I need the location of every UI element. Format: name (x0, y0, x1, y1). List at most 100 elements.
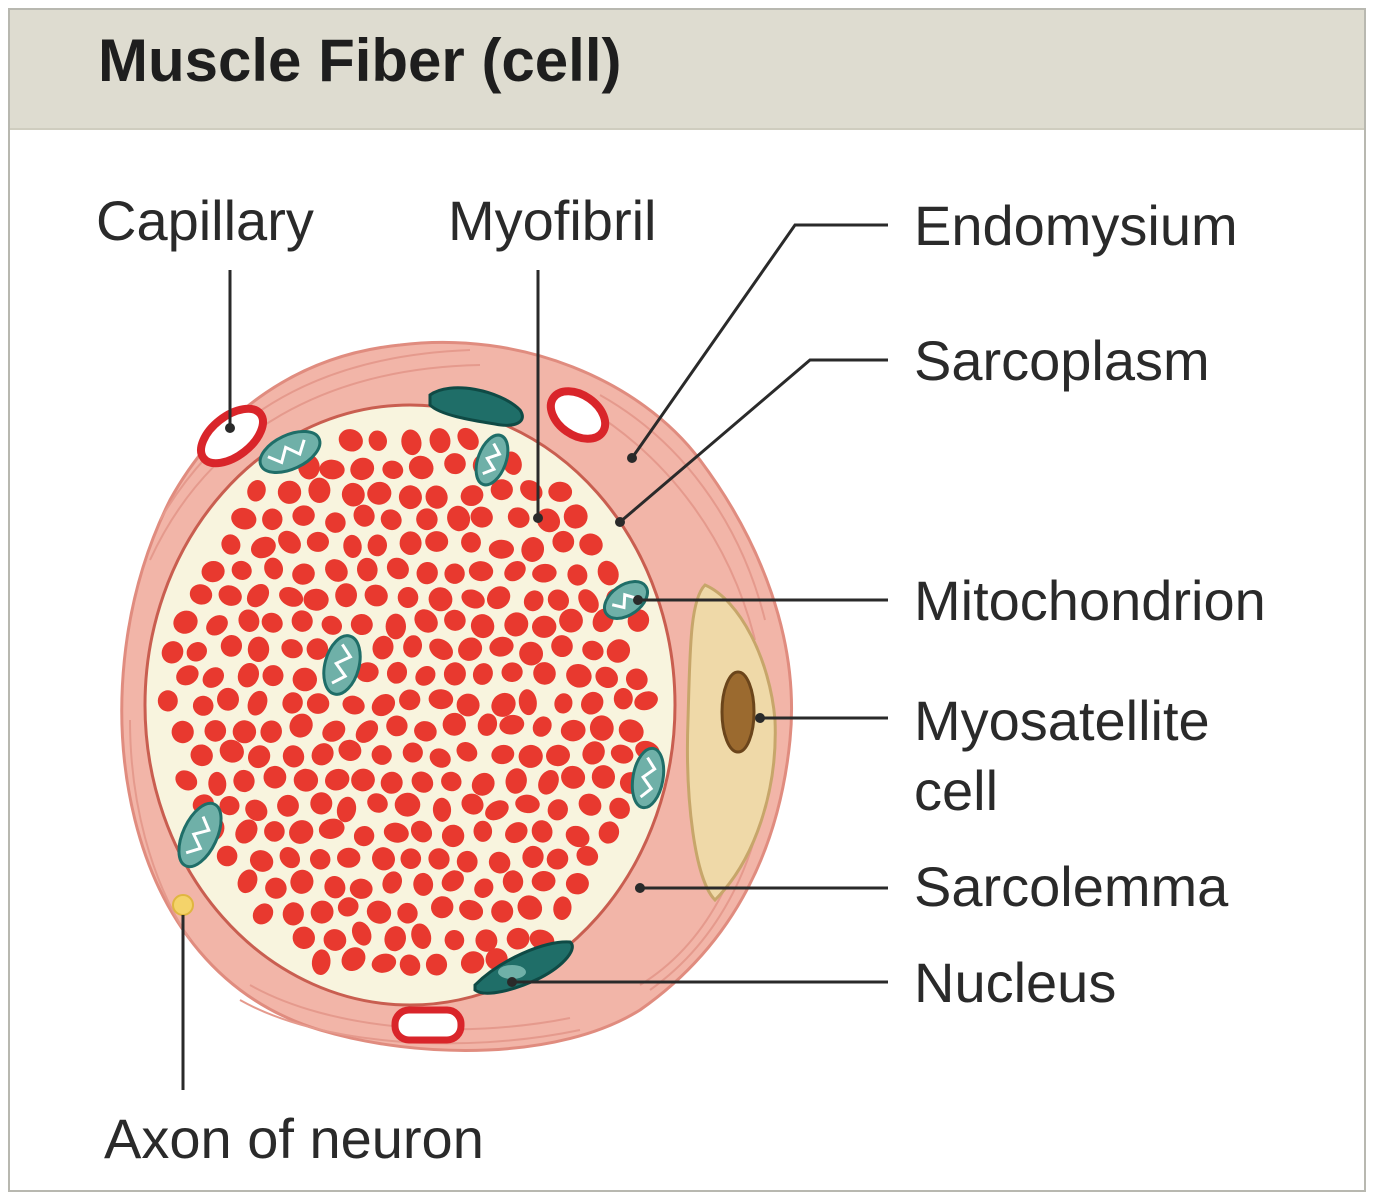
myofibril-dot (414, 721, 437, 742)
myofibril-dot (219, 795, 240, 816)
myofibril-dot (382, 871, 403, 894)
myofibril-dot (216, 845, 238, 867)
myofibril-dot (547, 589, 570, 611)
myofibril-dot (306, 693, 330, 714)
myofibril-dot (598, 821, 620, 844)
myofibril-dot (364, 584, 388, 607)
label-myosatellite-line1: Myosatellite (914, 689, 1210, 752)
myofibril-dot (237, 869, 258, 894)
myofibril-dot (408, 455, 434, 480)
myofibril-dot (399, 954, 421, 976)
myofibril-dot (532, 615, 557, 638)
myofibril-dot (292, 563, 315, 585)
myofibril-dot (560, 719, 586, 742)
myofibril-dot (582, 640, 604, 661)
myofibril-dot (548, 481, 573, 502)
myofibril-dot (204, 720, 227, 742)
myofibril-dot (582, 741, 605, 765)
myofibril-dot (579, 533, 603, 556)
myofibril-dot (461, 793, 484, 815)
myofibril-dot (245, 799, 268, 821)
myofibril-dot (289, 820, 314, 844)
myofibril-dot (428, 689, 454, 710)
myofibril-dot (355, 720, 379, 743)
myofibril-dot (367, 534, 388, 557)
myofibril-dot (470, 614, 495, 639)
myofibril-dot (625, 668, 648, 691)
myofibril-dot (578, 589, 599, 613)
myofibril-dot (507, 507, 530, 528)
myofibril-dot (292, 926, 315, 950)
myofibril-dot (260, 720, 282, 743)
myofibril-dot (353, 504, 375, 527)
label-myosatellite-line2: cell (914, 759, 998, 822)
myofibril-dot (323, 929, 347, 951)
myofibril-dot (499, 714, 525, 735)
myofibril-dot (488, 851, 511, 874)
myofibril-dot (559, 608, 583, 633)
myofibril-dot (397, 587, 419, 608)
myofibril-dot (338, 429, 363, 452)
myofibril-dot (444, 563, 465, 584)
myofibril-dot (546, 744, 570, 767)
myofibril-dot (490, 479, 513, 501)
myofibril-dot (461, 589, 485, 609)
myofibril-dot (485, 800, 509, 821)
myofibril-dot (536, 508, 561, 533)
myofibril-dot (578, 793, 602, 816)
myofibril-dot (202, 667, 225, 688)
myofibril-dot (161, 641, 184, 664)
myofibril-dot (519, 641, 544, 666)
leader-lines (181, 223, 888, 1090)
myofibril-dot (400, 848, 422, 870)
myofibril-dot (488, 539, 514, 559)
myofibril-dot (324, 768, 350, 791)
myofibril-dot (351, 768, 375, 792)
myofibril-dot (538, 770, 559, 795)
myofibril-dot (171, 720, 194, 744)
myofibril-dot (384, 926, 406, 952)
myofibril-dot (372, 847, 395, 871)
myofibril-dot (367, 481, 392, 505)
myofibril-dot (341, 482, 365, 507)
myofibril-dot (218, 585, 242, 606)
myofibril-dot (246, 583, 270, 608)
myofibril-dot (552, 530, 575, 553)
title-bar: Muscle Fiber (cell) (10, 10, 1364, 130)
myofibril-dot (309, 849, 331, 870)
myofibril-dot (233, 769, 255, 793)
myofibril-dot (444, 609, 466, 631)
myofibril-dot (532, 563, 557, 583)
myofibril-dot (279, 586, 304, 607)
myofibril-dot (515, 794, 540, 814)
myofibril-dot (291, 610, 313, 632)
label-axon-of-neuron: Axon of neuron (104, 1107, 484, 1170)
myofibril-dot (458, 637, 483, 661)
myofibril-dot (216, 687, 240, 711)
myofibril-dot (277, 480, 302, 504)
myofibril-dot (336, 796, 357, 823)
myofibril-dot (311, 743, 334, 766)
myofibril-dot (402, 742, 423, 763)
myofibril-dot (219, 739, 244, 763)
myofibril-dot (321, 615, 343, 635)
myofibril-dot (208, 771, 227, 796)
myofibril-dot (491, 744, 515, 765)
myofibril-dot (337, 847, 361, 868)
myofibril-dot (580, 691, 604, 715)
myofibril-dot (609, 797, 630, 819)
myofibril-dot (429, 748, 451, 768)
myofibril-dot (335, 583, 358, 608)
myofibril-dot (353, 826, 375, 847)
myofibril-dot (249, 850, 274, 872)
myofibril-dot (473, 820, 493, 842)
myofibril-dot (341, 947, 366, 972)
myofibril-dot (468, 561, 494, 582)
myofibril-dot (308, 477, 331, 503)
myofibril-dot (399, 689, 421, 711)
myofibril-dot (429, 428, 451, 454)
myofibril-dot (282, 692, 303, 714)
myofibril-dot (416, 561, 438, 585)
myofibril-dot (456, 742, 478, 762)
